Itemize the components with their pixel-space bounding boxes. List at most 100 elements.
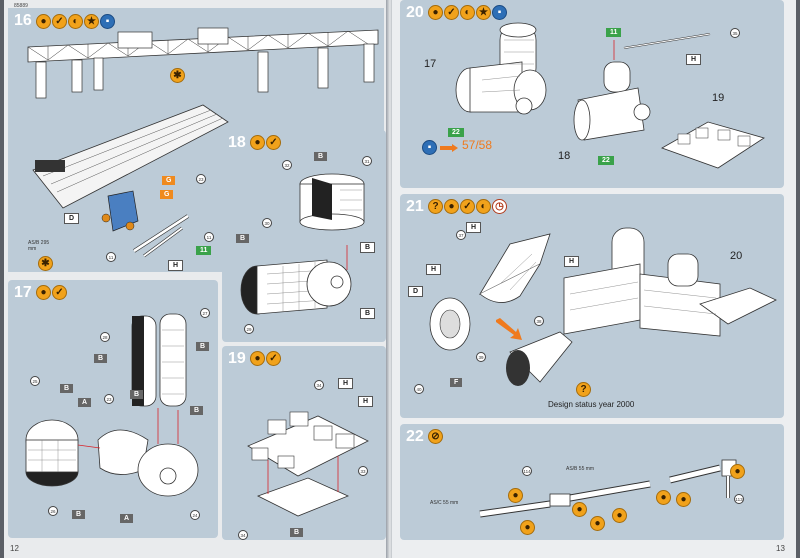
nose-cone-drawing	[478, 233, 551, 303]
part-ref: 23	[104, 394, 114, 404]
paint-icon: ●	[250, 135, 265, 150]
step-18-panel: 18 ● ✓ 32 B 31 30 B B 29 B	[222, 130, 386, 342]
decal-tag: 11	[606, 28, 622, 37]
step-17-number: 17	[14, 284, 32, 301]
glue-icon: ✓	[460, 199, 475, 214]
part-tag: B	[94, 354, 108, 363]
question-icon: ?	[428, 199, 443, 214]
part-tag: H	[338, 378, 354, 389]
dimension-label: AS/B 55 mm	[566, 466, 595, 472]
part-tag: H	[564, 256, 580, 267]
paint-icon: ◐	[476, 199, 491, 214]
assembled-cone-drawing	[506, 331, 573, 386]
left-page: 85889 16 ● ✓ ◐ ★ ▪ ✱	[4, 0, 388, 558]
part-ref: 24	[190, 510, 200, 520]
antenna-drawing	[623, 33, 711, 49]
glue-icon: ✓	[52, 285, 67, 300]
paint-icon: ●	[36, 285, 51, 300]
glue-icon: ✓	[266, 351, 281, 366]
paint-icon: ●	[36, 14, 51, 29]
part-ref: 11	[106, 252, 116, 262]
step-22-panel: 22 ⊘ ● ● ● ● ● ● ● ● 114 AS/B 55 mm AS/C…	[400, 424, 784, 540]
page-reference: 57/58	[462, 138, 493, 152]
part-tag: B	[60, 384, 74, 393]
arrow-icon	[496, 318, 522, 340]
part-number-label: 20	[730, 250, 743, 262]
part-ref: 32	[282, 160, 292, 170]
no-glue-icon: ⊘	[428, 429, 443, 444]
step-19-panel: 19 ● ✓ 34 H H 33 34 B	[222, 346, 386, 540]
glue-point-icon: ●	[520, 520, 535, 535]
design-status-caption: Design status year 2000	[548, 400, 635, 409]
cylinder-drawing	[240, 245, 352, 315]
part-tag: D	[64, 213, 80, 224]
radiator-block-drawing	[247, 411, 369, 517]
paint-icon: ◐	[460, 5, 475, 20]
crane-arm-drawing	[132, 214, 190, 258]
step-21-panel: 21 ? ● ✓ ◐ ◷ 37 H H H	[400, 194, 784, 418]
part-number-label: 19	[712, 92, 725, 104]
dome-drawing	[299, 173, 365, 231]
paint-icon: ●	[428, 5, 443, 20]
arrow-icon	[440, 144, 458, 152]
step-20-panel: 20 ● ✓ ◐ ★ ▪ 17 18	[400, 0, 784, 188]
radiator-19-drawing	[661, 121, 765, 169]
module-drawing	[32, 104, 229, 209]
step-16-number: 16	[14, 12, 32, 29]
part-tag: B	[236, 234, 250, 243]
part-tag: B	[290, 528, 304, 537]
part-tag: B	[314, 152, 328, 161]
step-21-number: 21	[406, 198, 424, 215]
part-tag: H	[426, 264, 442, 275]
part-tag: H	[358, 396, 374, 407]
part-tag: F	[450, 378, 463, 387]
part-tag: G	[162, 176, 176, 185]
paint-jar-icon: ▪	[422, 140, 437, 155]
part-ref: 113	[734, 494, 744, 504]
part-ref: 39	[476, 352, 486, 362]
paint-jar-icon: ▪	[492, 5, 507, 20]
part-tag: H	[466, 222, 482, 233]
decal-tag: 22	[448, 128, 464, 137]
part-tag: B	[360, 308, 376, 319]
decal-tag: 11	[196, 246, 212, 255]
header-code: 85889	[14, 3, 28, 9]
part-ref: 35	[730, 28, 740, 38]
glue-icon: ✓	[52, 14, 67, 29]
part-ref: 31	[362, 156, 372, 166]
part-ref: 40	[414, 384, 424, 394]
part-tag: H	[686, 54, 702, 65]
part-tag: B	[130, 390, 144, 399]
part-ref: 38	[534, 316, 544, 326]
step-17-panel: 17 ● ✓ 28 27 B B 25 B A 23 B B	[8, 280, 218, 538]
glue-point-icon: ●	[656, 490, 671, 505]
part-ref: 33	[358, 466, 368, 476]
twin-cylinder-drawing	[131, 313, 187, 407]
glue-point-icon: ●	[612, 508, 627, 523]
part-ref: 34	[238, 530, 248, 540]
glue-point-icon: ●	[730, 464, 745, 479]
part-tag: B	[360, 242, 376, 253]
part-tag: B	[196, 342, 210, 351]
part-ref: 26	[48, 506, 58, 516]
step-19-number: 19	[228, 350, 246, 367]
part-number-label: 18	[558, 150, 571, 162]
right-page: 20 ● ✓ ◐ ★ ▪ 17 18	[392, 0, 796, 558]
dish-drawing	[429, 297, 471, 351]
module-17-drawing	[455, 22, 547, 115]
page-number: 12	[10, 544, 19, 553]
pipe-assembly-drawing	[479, 459, 737, 518]
station-core-drawing	[563, 227, 777, 337]
part-ref: 25	[30, 376, 40, 386]
truss-drawing	[27, 27, 379, 99]
part-ref: 28	[100, 332, 110, 342]
star-icon: ★	[84, 14, 99, 29]
snowflake-icon: ✱	[38, 256, 53, 271]
glue-point-icon: ●	[508, 488, 523, 503]
glue-icon: ✓	[266, 135, 281, 150]
paint-icon: ●	[250, 351, 265, 366]
dimension-label: AS/C 55 mm	[430, 500, 459, 506]
part-ref: 34	[314, 380, 324, 390]
glue-point-icon: ●	[572, 502, 587, 517]
part-tag: D	[408, 286, 424, 297]
